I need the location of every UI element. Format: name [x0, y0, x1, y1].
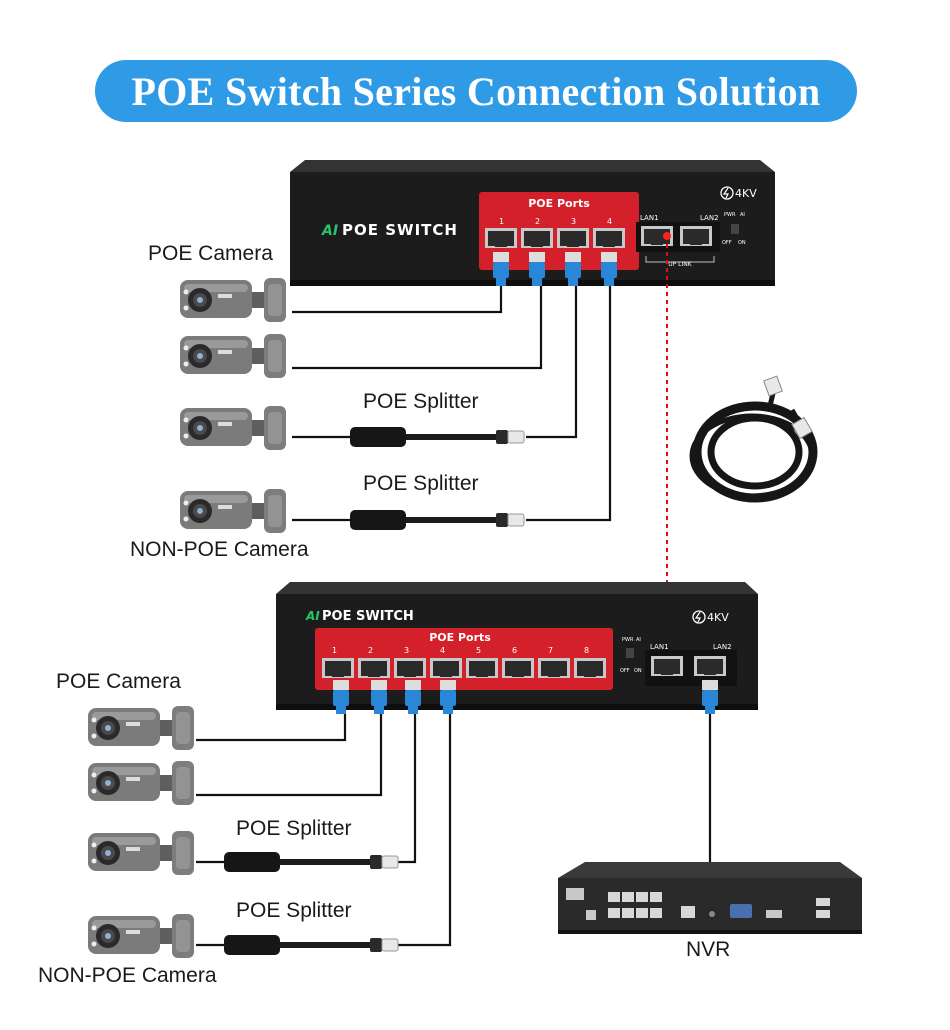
- bottom-switch-name: POE SWITCH: [322, 609, 414, 624]
- bottom-lan2-label: LAN2: [713, 643, 732, 651]
- top-camera-1: [180, 278, 286, 322]
- bottom-port-num-2: 2: [368, 646, 373, 655]
- bottom-camera-4: [88, 914, 194, 958]
- ethernet-cable-coil: [689, 384, 818, 503]
- cable-plug-2: [791, 416, 813, 440]
- top-kv-label: 4KV: [735, 187, 757, 200]
- bottom-pwr-label: PWR: [622, 637, 634, 643]
- top-port-num-2: 2: [535, 217, 540, 226]
- top-camera-3: [180, 406, 286, 450]
- top-lan2-label: LAN2: [700, 214, 719, 222]
- bottom-splitter-1: [223, 851, 399, 873]
- bottom-port-num-7: 7: [548, 646, 553, 655]
- bottom-switch-ai: AI: [305, 609, 320, 623]
- top-camera-2: [180, 334, 286, 378]
- nvr-device: [558, 862, 862, 934]
- bottom-cables: [196, 714, 712, 947]
- cascade-link-start: [663, 232, 671, 240]
- page-title: POE Switch Series Connection Solution: [131, 68, 821, 114]
- top-splitter-1: [349, 426, 525, 448]
- bottom-off-label: OFF: [620, 668, 630, 674]
- poe-splitter-label-4: POE Splitter: [236, 899, 352, 922]
- bottom-on-label: ON: [634, 668, 642, 674]
- top-on-label: ON: [738, 240, 746, 246]
- bottom-poe-switch: [276, 582, 758, 710]
- non-poe-camera-label-bottom: NON-POE Camera: [38, 964, 217, 987]
- bottom-ai-small-label: AI: [636, 637, 641, 643]
- lightning-icon: [720, 186, 734, 200]
- bottom-camera-2: [88, 761, 194, 805]
- bottom-port-num-8: 8: [584, 646, 589, 655]
- bottom-port-num-6: 6: [512, 646, 517, 655]
- bottom-dip-switch: [626, 648, 634, 658]
- bottom-port-num-4: 4: [440, 646, 445, 655]
- top-camera-4: [180, 489, 286, 533]
- poe-splitter-label-3: POE Splitter: [236, 817, 352, 840]
- bottom-lightning-icon: [692, 610, 706, 624]
- bottom-kv-label: 4KV: [707, 611, 729, 624]
- bottom-port-num-5: 5: [476, 646, 481, 655]
- top-switch-name: POE SWITCH: [342, 221, 458, 239]
- top-switch-ai: AI: [321, 223, 338, 239]
- top-port-num-1: 1: [499, 217, 504, 226]
- top-port-num-4: 4: [607, 217, 612, 226]
- title-banner: POE Switch Series Connection Solution: [95, 60, 857, 122]
- top-pwr-label: PWR: [724, 212, 736, 218]
- bottom-port-num-1: 1: [332, 646, 337, 655]
- bottom-ports-label: POE Ports: [429, 631, 491, 644]
- top-off-label: OFF: [722, 240, 732, 246]
- cable-plug-1: [763, 375, 783, 397]
- top-cables: [292, 286, 612, 522]
- poe-splitter-label-1: POE Splitter: [363, 390, 479, 413]
- bottom-camera-3: [88, 831, 194, 875]
- top-port-num-3: 3: [571, 217, 576, 226]
- top-splitter-2: [349, 509, 525, 531]
- top-ports-label: POE Ports: [528, 197, 590, 210]
- top-uplink-label: UP LINK: [668, 261, 693, 268]
- poe-splitter-label-2: POE Splitter: [363, 472, 479, 495]
- bottom-camera-1: [88, 706, 194, 750]
- bottom-lan1-label: LAN1: [650, 643, 669, 651]
- non-poe-camera-label-top: NON-POE Camera: [130, 538, 309, 561]
- poe-camera-label-bottom: POE Camera: [56, 670, 181, 693]
- bottom-port-num-3: 3: [404, 646, 409, 655]
- top-dip-switch: [731, 224, 739, 234]
- top-lan1-label: LAN1: [640, 214, 659, 222]
- top-ai-small-label: AI: [740, 212, 745, 218]
- poe-camera-label-top: POE Camera: [148, 242, 273, 265]
- nvr-label: NVR: [686, 938, 731, 961]
- bottom-splitter-2: [223, 934, 399, 956]
